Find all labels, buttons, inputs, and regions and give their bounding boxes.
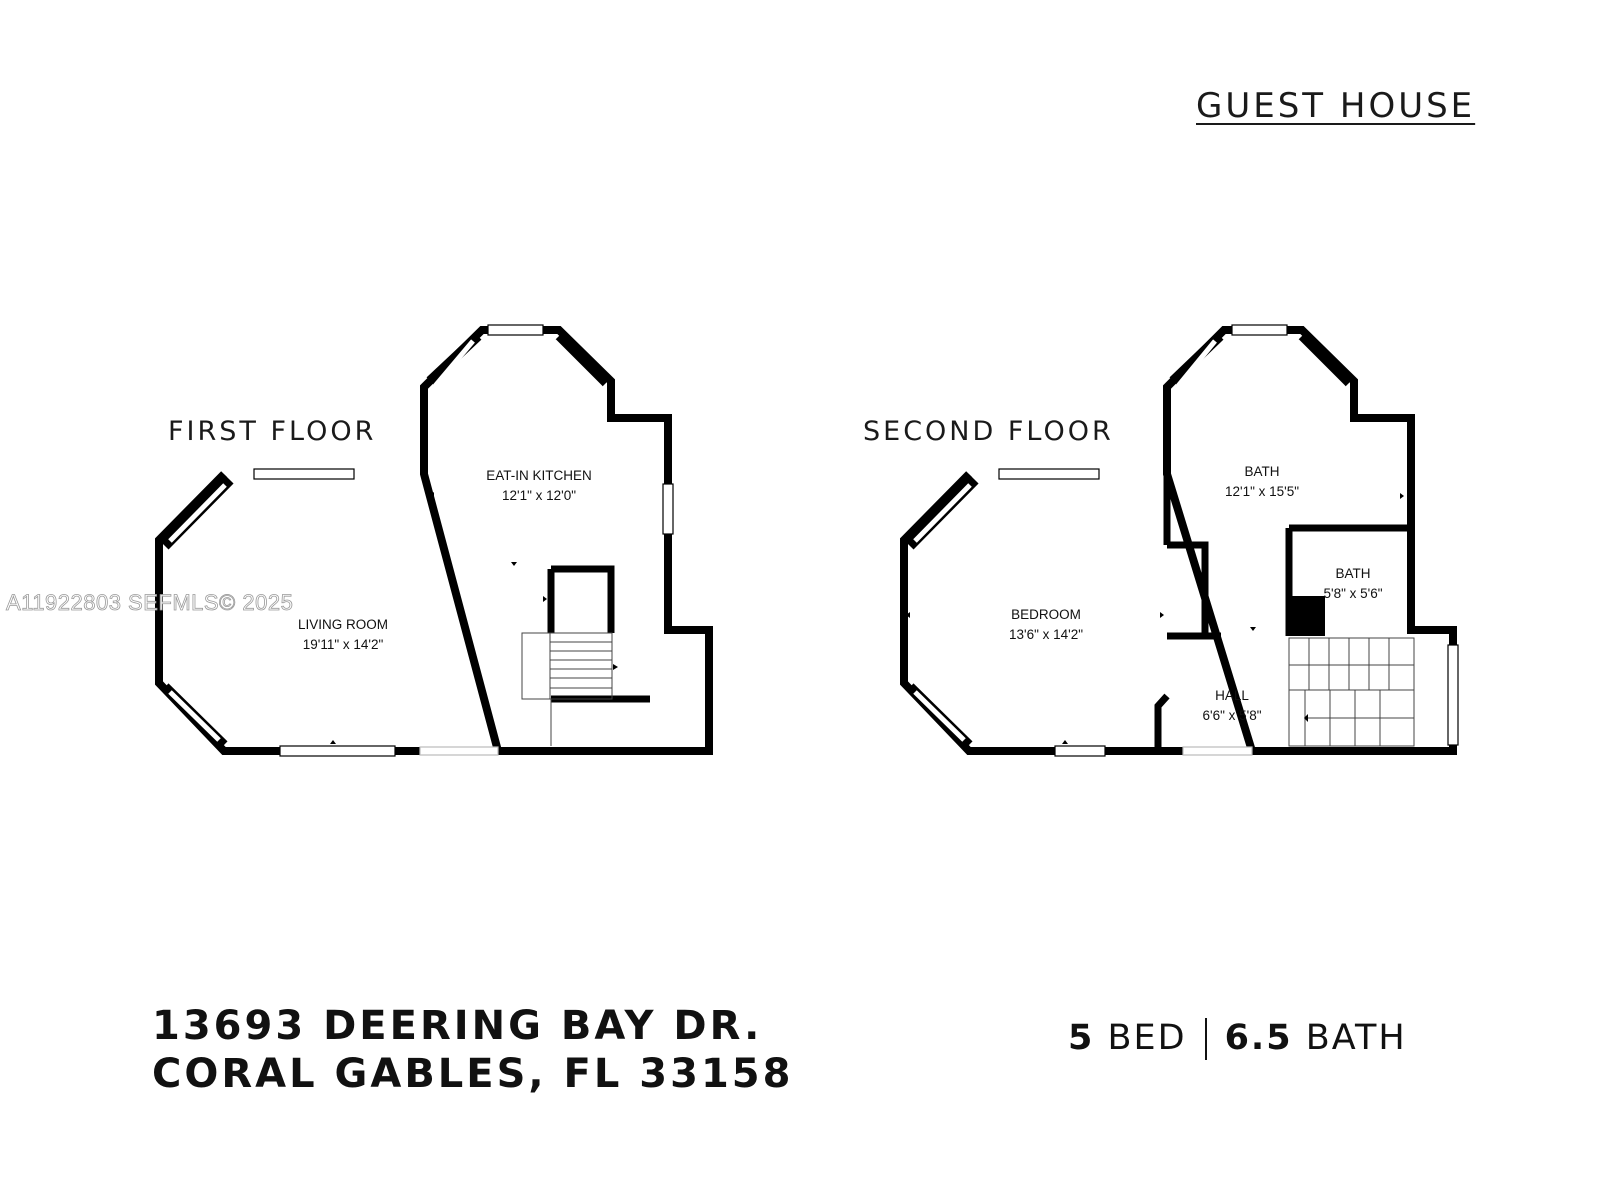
room-dimensions: 13'6" x 14'2": [1008, 627, 1084, 642]
window: [1447, 644, 1459, 746]
beds-baths-summary: 5 BED 6.5 BATH: [1068, 1018, 1407, 1060]
first-floor-stairs: [521, 632, 613, 746]
room-bedroom: BEDROOM 13'6" x 14'2": [1009, 605, 1083, 645]
second-floor-plan: [900, 326, 1457, 755]
second-floor-label: SECOND FLOOR: [863, 416, 1114, 447]
room-name: HALL: [1215, 688, 1249, 703]
window-diag: [555, 332, 610, 387]
second-floor-stairs: [1288, 637, 1415, 747]
window: [1054, 745, 1106, 757]
window: [998, 468, 1100, 480]
room-living-room: LIVING ROOM 19'11" x 14'2": [298, 615, 388, 655]
room-dimensions: 6'6" x 5'8": [1202, 708, 1262, 723]
window: [1231, 324, 1288, 336]
address-line-1: 13693 DEERING BAY DR.: [152, 1003, 763, 1049]
window: [1182, 746, 1253, 756]
room-name: EAT-IN KITCHEN: [486, 468, 592, 483]
room-bath-main: BATH 12'1" x 15'5": [1225, 462, 1299, 502]
room-name: BEDROOM: [1011, 607, 1081, 622]
room-name: BATH: [1244, 464, 1280, 479]
room-eat-in-kitchen: EAT-IN KITCHEN 12'1" x 12'0": [486, 466, 592, 506]
room-bath-small: BATH 5'8" x 5'6": [1323, 564, 1382, 604]
room-dimensions: 12'1" x 12'0": [501, 488, 577, 503]
window: [662, 483, 674, 535]
property-address: 13693 DEERING BAY DR. CORAL GABLES, FL 3…: [152, 1002, 793, 1098]
address-line-2: CORAL GABLES, FL 33158: [152, 1051, 794, 1097]
window: [487, 324, 544, 336]
second-floor-outer-wall: [900, 326, 1457, 755]
beds-label: BED: [1107, 1018, 1187, 1058]
first-floor-label: FIRST FLOOR: [168, 416, 377, 447]
room-name: BATH: [1335, 566, 1371, 581]
first-floor-windows: [253, 324, 674, 757]
door-markers: [330, 492, 1404, 744]
room-hall: HALL 6'6" x 5'8": [1202, 686, 1261, 726]
first-floor-plan: [155, 326, 713, 755]
room-dimensions: 12'1" x 15'5": [1224, 484, 1300, 499]
room-dimensions: 19'11" x 14'2": [302, 637, 384, 652]
first-floor-outer-wall: [155, 326, 713, 755]
divider: [1204, 1018, 1207, 1060]
room-dimensions: 5'8" x 5'6": [1323, 586, 1383, 601]
baths-label: BATH: [1305, 1018, 1407, 1058]
second-floor-windows: [998, 324, 1459, 757]
window: [279, 745, 396, 757]
baths-value: 6.5: [1224, 1018, 1293, 1058]
window: [419, 746, 499, 756]
window: [253, 468, 355, 480]
beds-value: 5: [1068, 1018, 1095, 1058]
page-title: GUEST HOUSE: [1196, 86, 1476, 126]
second-floor-inner-walls: [1154, 474, 1411, 751]
room-name: LIVING ROOM: [297, 617, 389, 632]
first-floor-stair-wall: [547, 565, 650, 703]
mls-watermark: A11922803 SEFMLS© 2025: [6, 590, 294, 616]
window-diag: [1298, 332, 1353, 387]
first-floor-diagonal-windows: [161, 332, 610, 749]
